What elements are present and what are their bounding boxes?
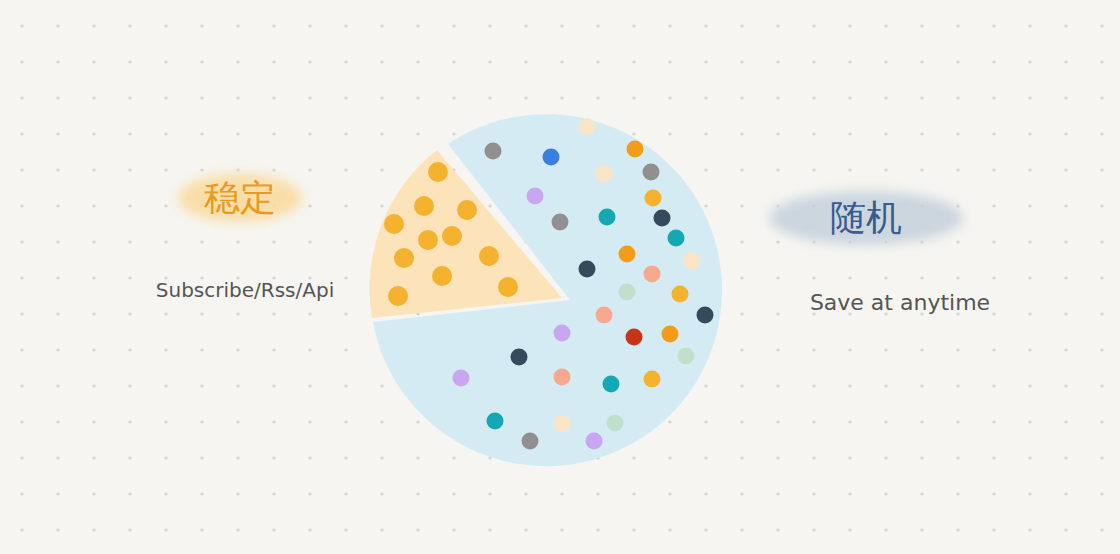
data-dot — [418, 230, 438, 250]
data-dot — [619, 246, 636, 263]
data-dot — [697, 307, 714, 324]
data-dot — [384, 214, 404, 234]
caption-note: Subscribe/Rss/Api — [156, 278, 334, 302]
random-patch: 随机 — [761, 183, 971, 253]
data-dot — [672, 286, 689, 303]
data-dot — [599, 209, 616, 226]
patch-heading: 随机 — [830, 198, 902, 238]
data-dot — [644, 371, 661, 388]
data-dot — [457, 200, 477, 220]
data-dot — [453, 370, 470, 387]
data-dot — [662, 326, 679, 343]
data-dot — [527, 188, 544, 205]
data-dots — [384, 119, 714, 450]
data-dot — [388, 286, 408, 306]
patch-heading: 稳定 — [204, 178, 276, 218]
data-dot — [414, 196, 434, 216]
data-dot — [645, 190, 662, 207]
data-dot — [619, 284, 636, 301]
data-dot — [654, 210, 671, 227]
data-dot — [543, 149, 560, 166]
data-dot — [442, 226, 462, 246]
caption-note: Save at anytime — [810, 290, 990, 315]
data-dot — [643, 164, 660, 181]
data-dot — [678, 348, 695, 365]
data-dot — [479, 246, 499, 266]
data-dot — [554, 369, 571, 386]
data-dot — [603, 376, 620, 393]
data-dot — [554, 416, 571, 433]
data-dot — [554, 325, 571, 342]
data-dot — [626, 329, 643, 346]
data-dot — [579, 261, 596, 278]
data-dot — [394, 248, 414, 268]
data-dot — [684, 253, 701, 270]
data-dot — [668, 230, 685, 247]
data-dot — [586, 433, 603, 450]
data-dot — [644, 266, 661, 283]
data-dot — [511, 349, 528, 366]
data-dot — [432, 266, 452, 286]
data-dot — [487, 413, 504, 430]
pie-slice — [370, 150, 562, 318]
data-dot — [522, 433, 539, 450]
data-dot — [596, 166, 613, 183]
data-dot — [579, 119, 596, 136]
data-dot — [596, 307, 613, 324]
stable-patch: 稳定 — [170, 166, 310, 230]
data-dot — [498, 277, 518, 297]
data-dot — [485, 143, 502, 160]
data-dot — [428, 162, 448, 182]
data-dot — [552, 214, 569, 231]
data-dot — [627, 141, 644, 158]
data-dot — [607, 415, 624, 432]
